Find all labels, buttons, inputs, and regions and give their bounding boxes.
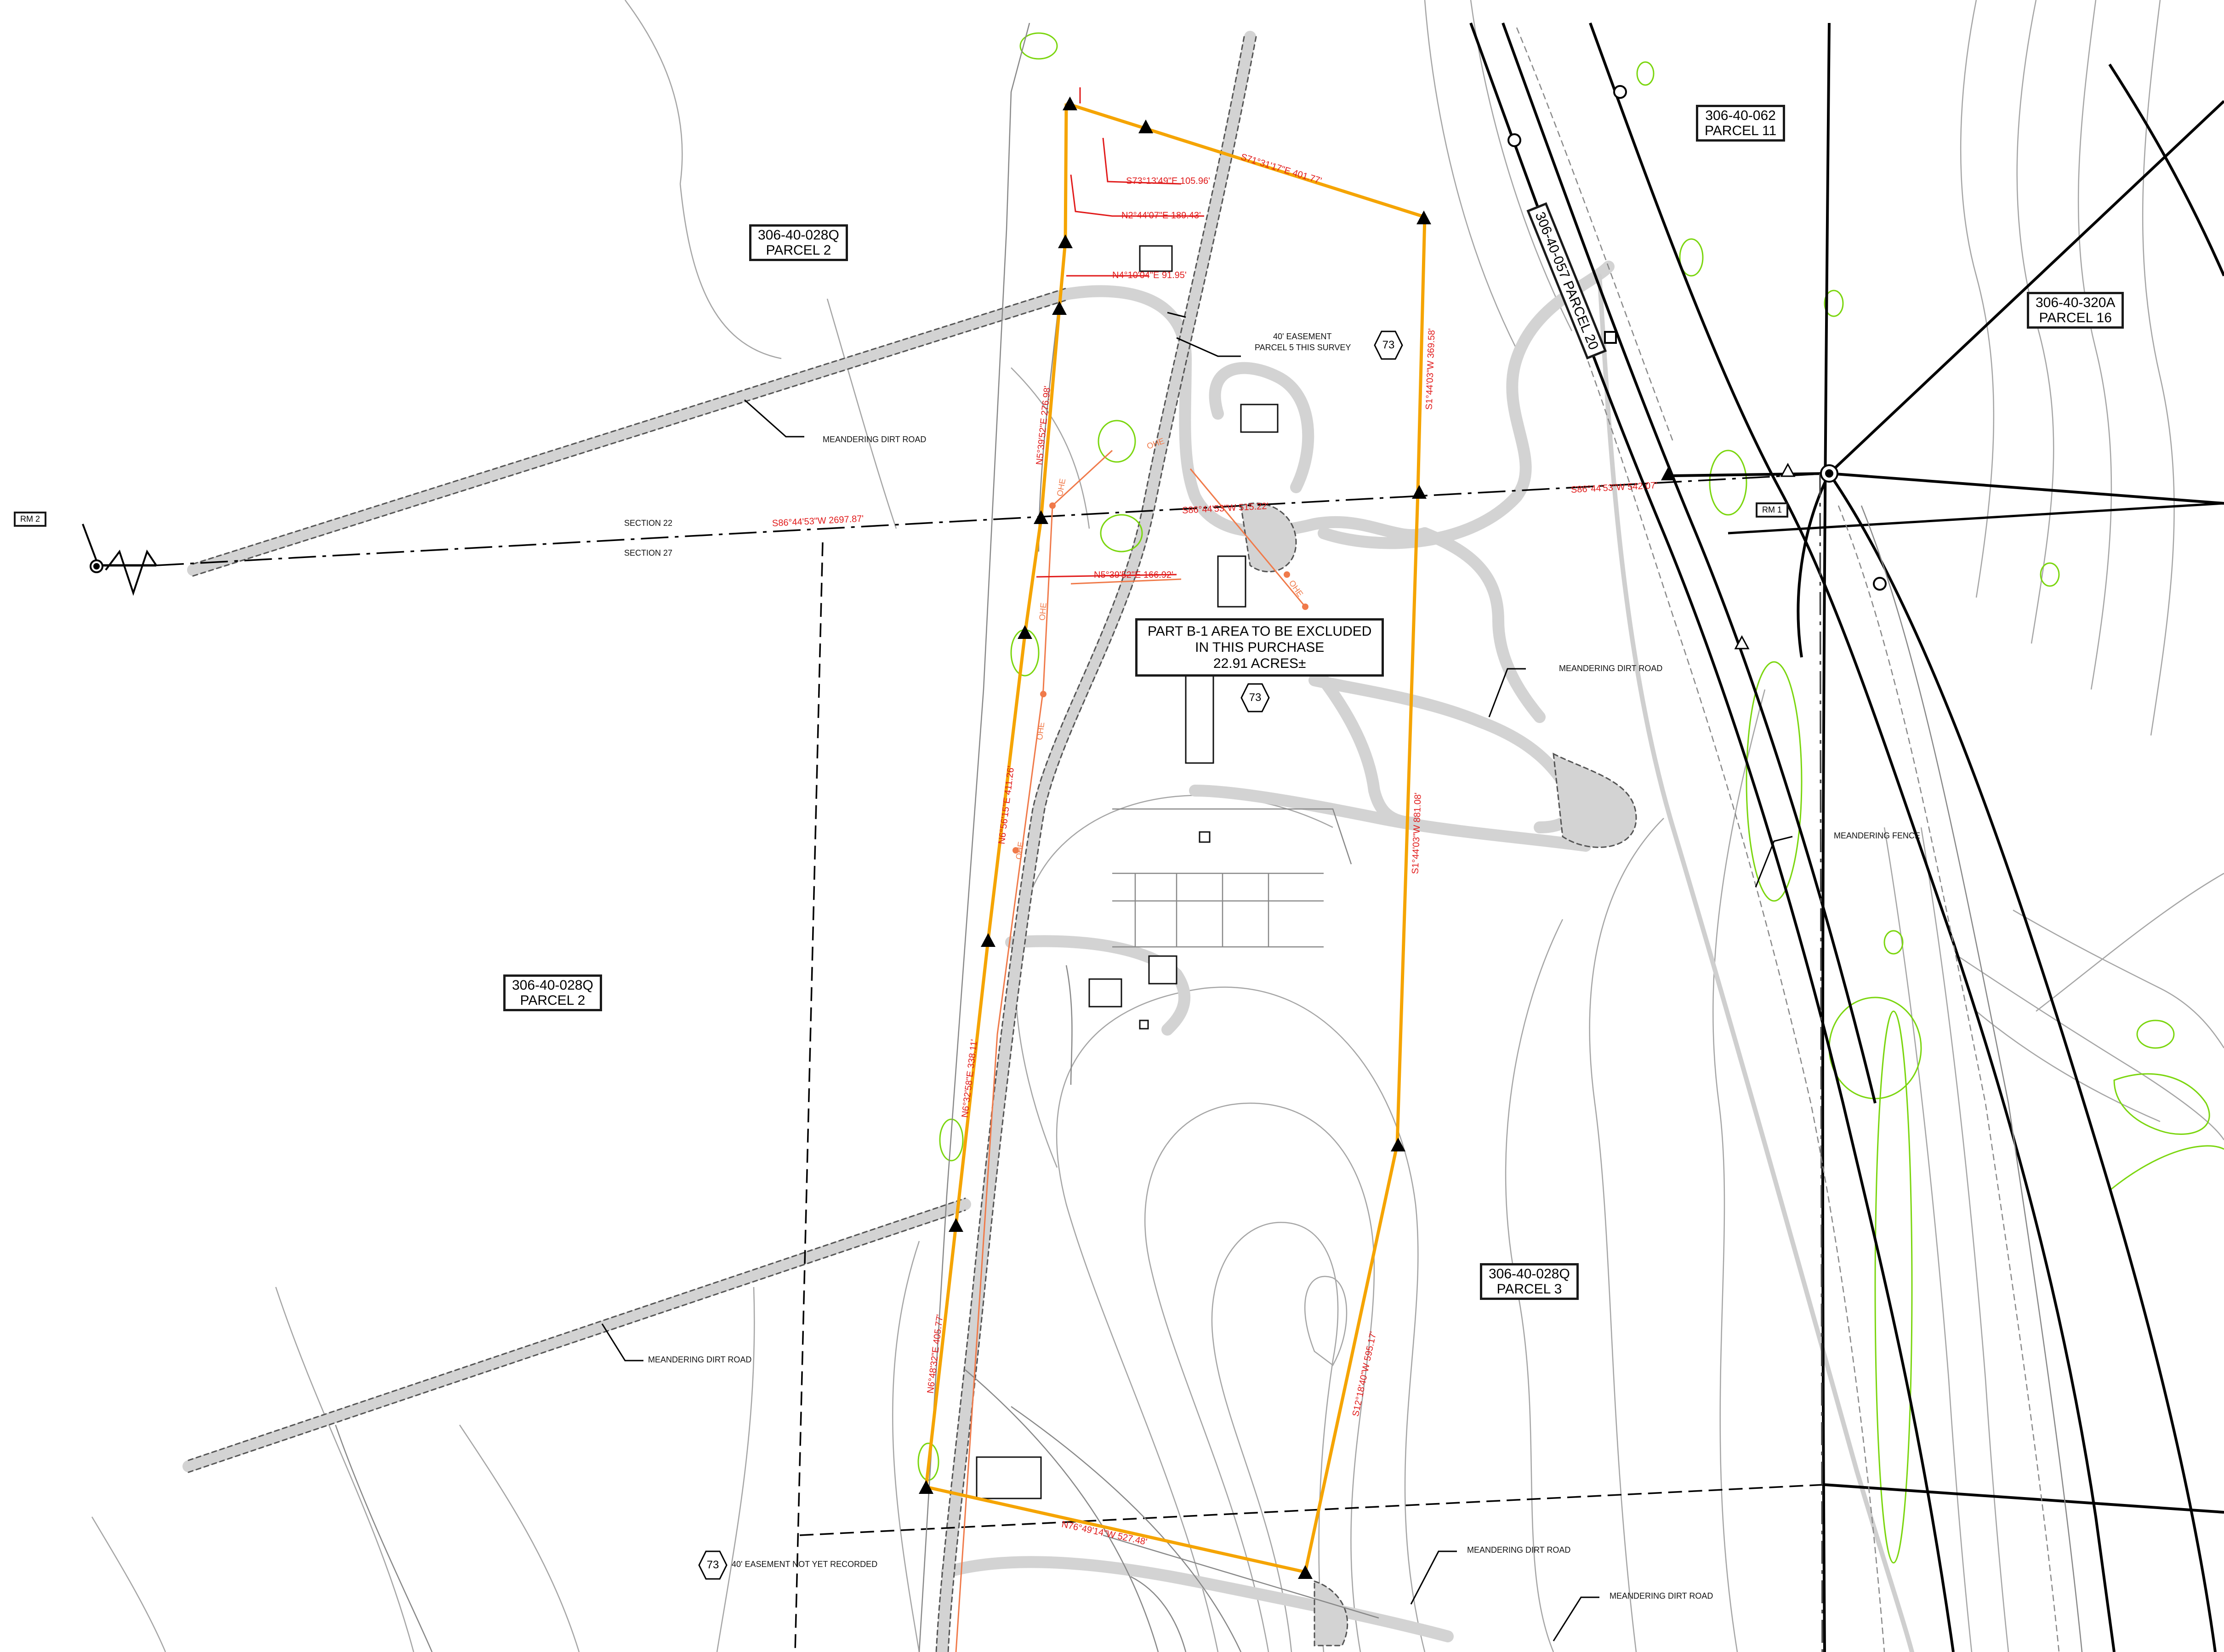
contour-lines xyxy=(91,0,2224,1652)
section-27-label: SECTION 27 xyxy=(624,548,673,558)
hex-note-text: 73 xyxy=(1249,691,1262,704)
hex-note-text: 73 xyxy=(1382,339,1395,351)
open-triangle-markers xyxy=(1734,462,1796,649)
fence-lines xyxy=(335,23,2083,1652)
road-note-3: MEANDERING DIRT ROAD xyxy=(648,1355,752,1364)
road-note-2: MEANDERING DIRT ROAD xyxy=(1559,664,1663,673)
parcel-label-062: 306-40-062 PARCEL 11 xyxy=(1696,105,1786,142)
overhead-electric-line xyxy=(955,450,1306,1652)
bearing-label: S73°13'49"E 105.96' xyxy=(1126,176,1210,186)
parcel-number: PARCEL 11 xyxy=(1705,123,1777,138)
easement-unrecorded-note: 40' EASEMENT NOT YET RECORDED xyxy=(732,1560,878,1569)
parcel-number: PARCEL 3 xyxy=(1496,1282,1562,1297)
easement-note-line1: 40' EASEMENT xyxy=(1273,332,1332,341)
note-leaders xyxy=(601,312,1793,1641)
highway-lines xyxy=(1469,22,2224,1652)
bearing-leaders xyxy=(1036,87,1204,578)
parcel-label-320a: 306-40-320A PARCEL 16 xyxy=(2027,292,2124,329)
parcel-apn: 306-40-062 xyxy=(1705,108,1776,123)
bearing-label: N2°44'07"E 189.43' xyxy=(1121,211,1201,221)
parcel-label-028q-mid: 306-40-028Q PARCEL 2 xyxy=(503,974,602,1011)
exclusion-line-3: 22.91 ACRES± xyxy=(1213,656,1306,671)
parcel-number: PARCEL 2 xyxy=(766,243,831,258)
parcel-apn: 306-40-028Q xyxy=(758,228,839,243)
rm2-break-line xyxy=(82,524,157,596)
exclusion-area-label: PART B-1 AREA TO BE EXCLUDED IN THIS PUR… xyxy=(1135,618,1384,677)
section-lines xyxy=(156,473,1830,1652)
parcel-number: PARCEL 16 xyxy=(2039,310,2112,325)
fence-note: MEANDERING FENCE xyxy=(1834,831,1921,840)
section-22-label: SECTION 22 xyxy=(624,518,673,528)
monument-markers xyxy=(90,85,1887,591)
hex-note-marker: 73 xyxy=(698,1550,728,1580)
parcel-apn: 306-40-320A xyxy=(2036,295,2116,310)
parcel-label-028q-top: 306-40-028Q PARCEL 2 xyxy=(749,224,848,261)
road-note-4: MEANDERING DIRT ROAD xyxy=(1467,1545,1571,1555)
rm2-label: RM 2 xyxy=(14,512,47,527)
hex-note-marker: 73 xyxy=(1240,683,1270,713)
bearing-label: N4°10'04"E 91.95' xyxy=(1112,270,1187,280)
rm1-label: RM 1 xyxy=(1756,502,1789,518)
control-points xyxy=(919,97,1676,1579)
parcel-label-028q-p3: 306-40-028Q PARCEL 3 xyxy=(1480,1263,1579,1300)
road-note-1: MEANDERING DIRT ROAD xyxy=(823,435,927,444)
exclusion-line-2: IN THIS PURCHASE xyxy=(1195,640,1325,655)
parcel-number: PARCEL 2 xyxy=(520,993,586,1008)
ohe-label: OHE xyxy=(1037,602,1048,621)
hex-note-marker: 73 xyxy=(1373,330,1404,360)
easement-note-line2: PARCEL 5 THIS SURVEY xyxy=(1255,343,1351,352)
dirt-roads xyxy=(182,31,1914,1652)
parcel-apn: 306-40-028Q xyxy=(1489,1266,1570,1282)
exclusion-line-1: PART B-1 AREA TO BE EXCLUDED xyxy=(1148,624,1372,639)
ohe-poles xyxy=(1012,502,1308,854)
structures xyxy=(976,245,1279,1499)
parcel-apn: 306-40-028Q xyxy=(512,978,593,993)
hex-note-text: 73 xyxy=(706,1559,719,1571)
bearing-label: N5°39'52"E 166.92' xyxy=(1094,570,1173,580)
road-note-5: MEANDERING DIRT ROAD xyxy=(1610,1591,1713,1601)
